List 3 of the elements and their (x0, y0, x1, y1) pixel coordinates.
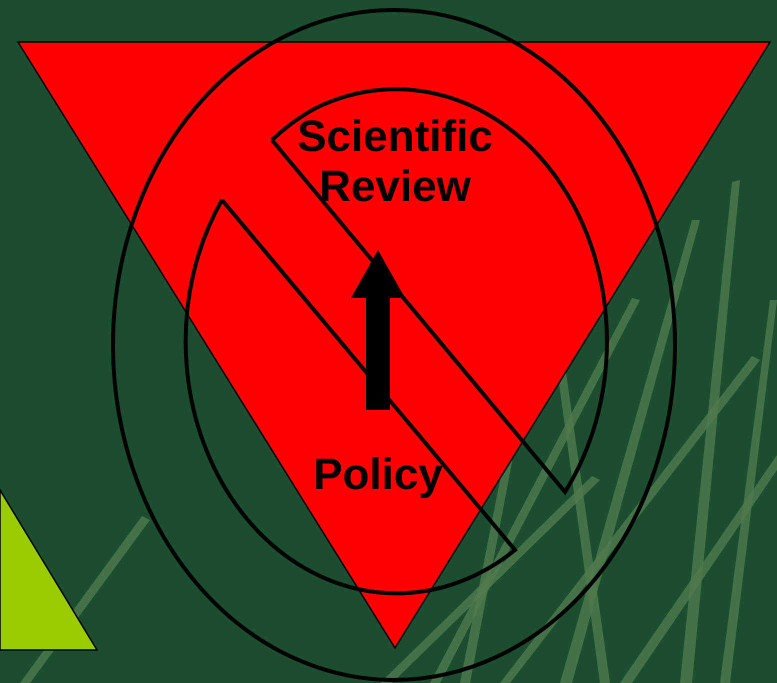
arrow (351, 250, 405, 410)
text-label: Policy (278, 410, 478, 500)
text-label: Scientific Review (245, 112, 545, 250)
